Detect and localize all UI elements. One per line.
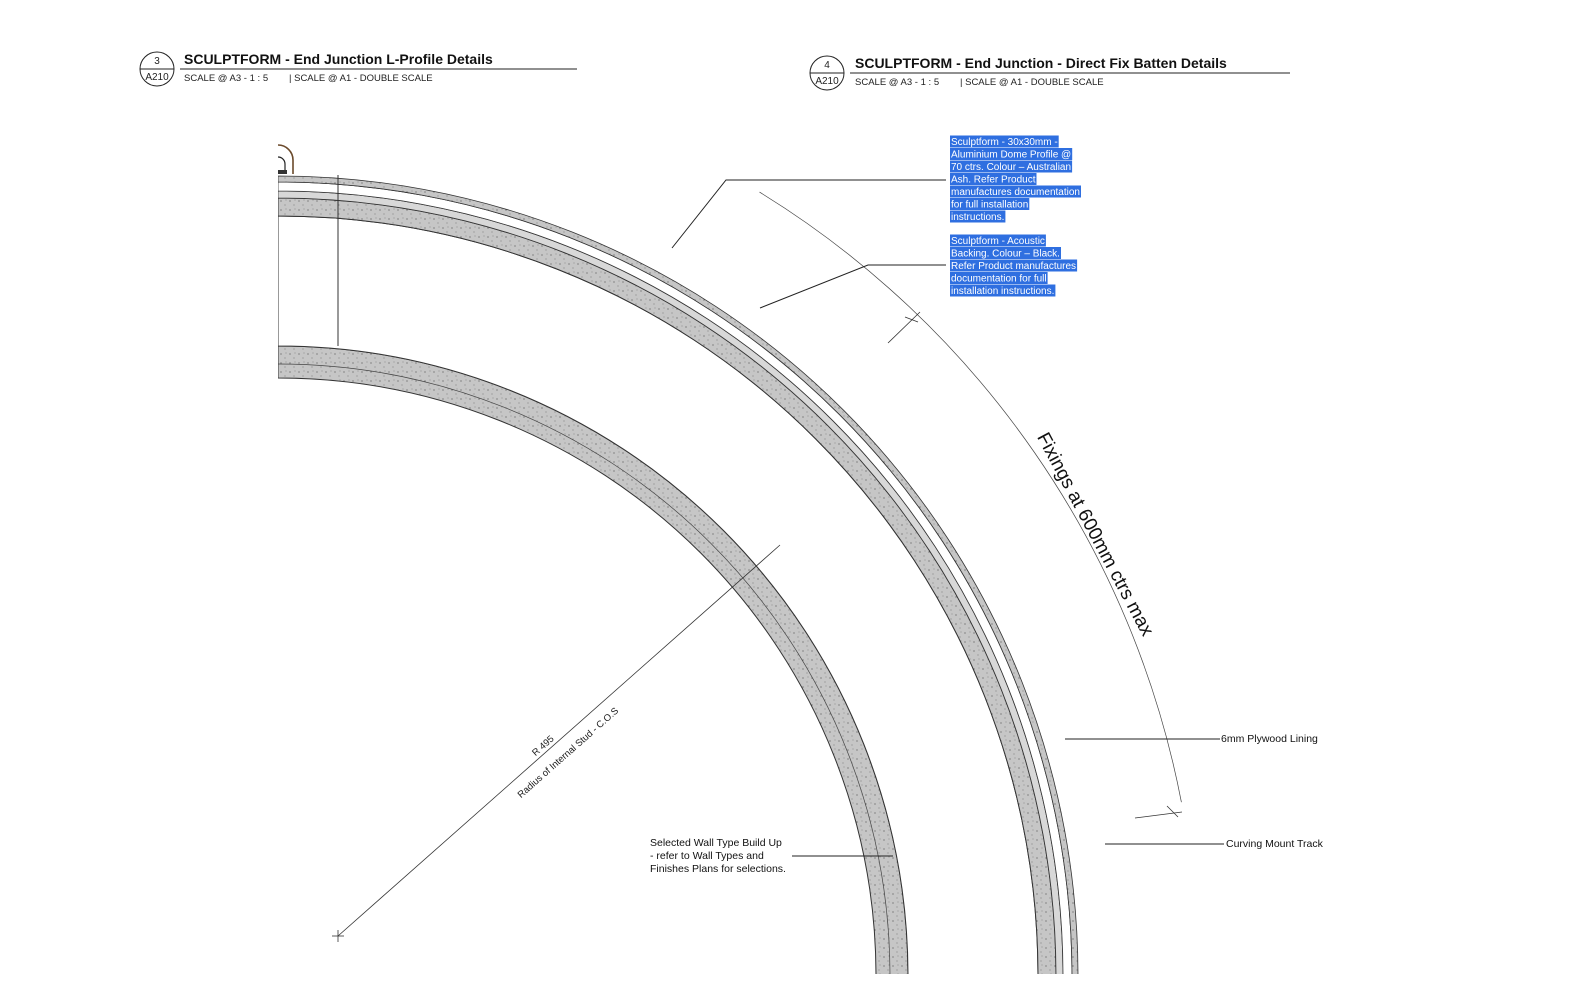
dome-profile — [86, 161, 121, 196]
note-dome-profile-line: manufactures documentation — [951, 187, 1080, 198]
note-acoustic-backing-line: documentation for full — [951, 274, 1047, 285]
insulation-loop — [208, 227, 230, 339]
title-block-left: 3 A210 SCULPTFORM - End Junction L-Profi… — [139, 51, 577, 87]
leader-dome-profile — [671, 179, 946, 249]
insulation-loop — [232, 225, 253, 337]
dome-base — [98, 187, 116, 195]
dome-clip — [278, 156, 286, 172]
note-acoustic-backing-highlight — [950, 284, 1056, 297]
dome-clip — [97, 174, 114, 192]
note-acoustic-backing-highlight — [950, 247, 1061, 259]
note-wall-type-line-2: - refer to Wall Types and — [650, 850, 764, 862]
sheet-ref-right: A210 — [815, 76, 839, 87]
insulation-loop — [184, 229, 207, 340]
insulation-loop — [38, 263, 74, 369]
acoustic-backing — [278, 175, 1079, 974]
note-dome-profile-line: 70 ctrs. Colour – Australian — [951, 162, 1071, 173]
dome-shell — [1, 183, 39, 220]
note-wall-type-line-1: Selected Wall Type Build Up — [650, 837, 782, 849]
dome-clip — [12, 197, 30, 216]
note-dome-profile-highlight — [950, 198, 1030, 210]
insulation-loop — [256, 224, 277, 336]
note-dome-profile-highlight — [950, 148, 1073, 160]
note-dome-profile: Sculptform - 30x30mm - Aluminium Dome Pro… — [950, 135, 1081, 223]
detail-number-left: 3 — [154, 56, 160, 67]
insulation-pattern — [0, 224, 277, 974]
note-acoustic-backing-line: Sculptform - Acoustic — [951, 236, 1045, 247]
fixings-end-bottom — [1166, 805, 1179, 818]
dome-profiles — [1, 144, 294, 220]
note-dome-profile-line: instructions. — [951, 212, 1004, 223]
note-dome-profile-line: Ash. Refer Product — [951, 175, 1036, 186]
insulation-loop — [111, 242, 139, 351]
insulation-loop — [87, 249, 117, 357]
wall-layers — [278, 175, 1079, 974]
dome-shell — [86, 161, 121, 196]
insulation-loop — [135, 237, 161, 347]
leader-acoustic-backing — [759, 264, 946, 309]
note-plywood: 6mm Plywood Lining — [1221, 733, 1318, 745]
fixings-tick-bottom — [1134, 811, 1183, 819]
dome-profile — [278, 144, 294, 174]
fixings-tick-top — [887, 311, 921, 344]
note-wall-type-line-3: Finishes Plans for selections. — [650, 863, 786, 875]
fixings-end-top — [904, 316, 919, 323]
insulation-loop — [0, 292, 13, 394]
note-dome-profile-highlight — [950, 173, 1037, 185]
sheet-ref-left: A210 — [145, 72, 169, 83]
insulation-cavity — [278, 215, 1039, 974]
radius-line — [337, 544, 781, 937]
scale-a3-left: SCALE @ A3 - 1 : 5 — [184, 73, 268, 84]
dome-profile — [1, 183, 39, 220]
dome-shell — [174, 148, 207, 180]
insulation-loop — [14, 272, 53, 377]
wall-section — [0, 144, 1079, 974]
note-dome-profile-highlight — [950, 210, 1006, 223]
note-wall-type: Selected Wall Type Build Up - refer to W… — [650, 837, 786, 875]
fixings-label: Fixings at 600mm ctrs max — [1032, 429, 1157, 640]
detail-number-right: 4 — [824, 60, 830, 71]
radius-dimension: R 495 Radius of Internal Stud - C.O.S — [332, 544, 781, 942]
note-acoustic-backing-line: Refer Product manufactures — [951, 261, 1076, 272]
note-dome-profile-line: Aluminium Dome Profile @ — [951, 150, 1071, 161]
dome-base — [15, 208, 33, 217]
note-dome-profile-highlight — [950, 185, 1081, 198]
dome-profile — [174, 148, 207, 180]
scale-a1-right: | SCALE @ A1 - DOUBLE SCALE — [960, 77, 1104, 88]
scale-a3-right: SCALE @ A3 - 1 : 5 — [855, 77, 939, 88]
note-acoustic-backing-line: installation instructions. — [951, 286, 1054, 297]
detail-title-right: SCULPTFORM - End Junction - Direct Fix B… — [855, 55, 1227, 71]
note-dome-profile-line: for full installation — [951, 200, 1028, 211]
note-acoustic-backing-line: Backing. Colour – Black. — [951, 249, 1060, 260]
note-mount-track: Curving Mount Track — [1226, 838, 1324, 850]
inner-board-line — [278, 363, 891, 974]
fixings-arc — [759, 191, 1182, 803]
insulation-loop — [0, 281, 33, 385]
note-dome-profile-highlight — [950, 160, 1073, 173]
note-dome-profile-line: Sculptform - 30x30mm - — [951, 137, 1058, 148]
dome-shell — [278, 144, 294, 174]
note-acoustic-backing-highlight — [950, 234, 1046, 247]
insulation-loop — [159, 233, 183, 344]
leader-lines — [671, 179, 1224, 857]
dome-clip — [183, 161, 199, 177]
title-block-right: 4 A210 SCULPTFORM - End Junction - Direc… — [809, 55, 1290, 91]
insulation-loop — [62, 256, 95, 363]
note-acoustic-backing-highlight — [950, 259, 1078, 272]
detail-title-left: SCULPTFORM - End Junction L-Profile Deta… — [184, 51, 493, 67]
note-dome-profile-highlight — [950, 135, 1059, 148]
note-acoustic-backing-highlight — [950, 272, 1048, 284]
dome-base — [278, 170, 287, 174]
scale-a1-left: | SCALE @ A1 - DOUBLE SCALE — [289, 73, 433, 84]
dome-base — [183, 174, 201, 180]
